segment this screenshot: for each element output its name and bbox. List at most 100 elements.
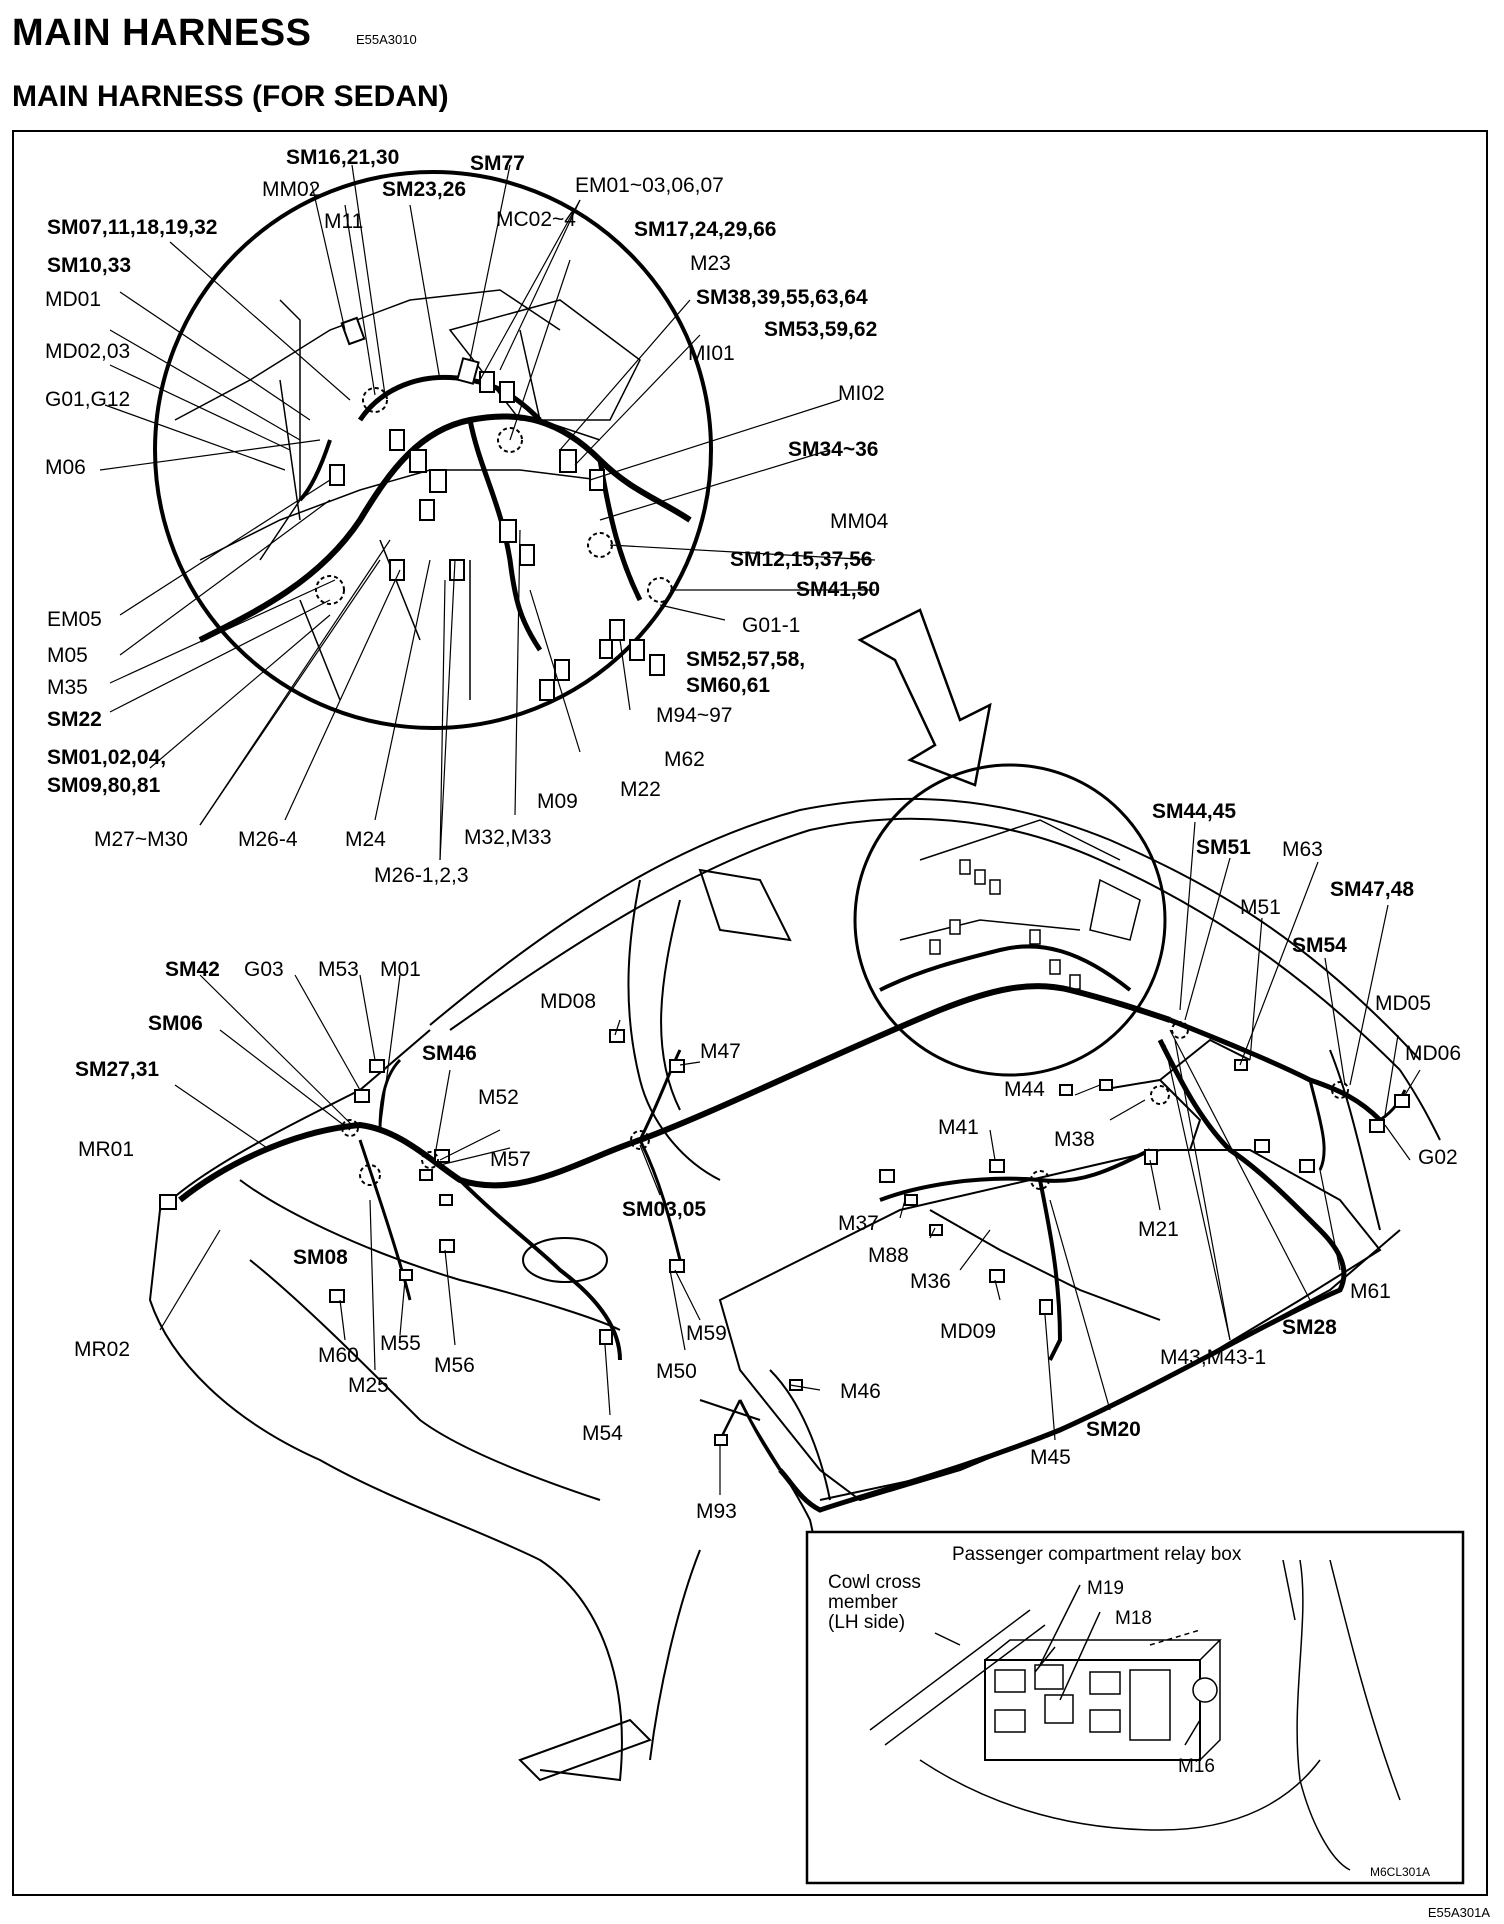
labels-detail: SM16,21,30 SM77 MM02 SM23,26 EM01~03,06,… [45, 146, 889, 887]
label-m54: M54 [582, 1422, 623, 1445]
label-m38: M38 [1054, 1128, 1095, 1151]
label-sm44-45: SM44,45 [1152, 800, 1236, 823]
label-sm20: SM20 [1086, 1418, 1141, 1441]
splice-markers-car [341, 1021, 1349, 1190]
pillar-lh [259, 299, 301, 561]
label-em05: EM05 [47, 608, 102, 631]
roof-inner [449, 817, 1401, 1071]
dashboard-panel [448, 299, 641, 421]
label-em01: EM01~03,06,07 [575, 174, 724, 197]
label-mm04: MM04 [830, 510, 889, 533]
front-pillar [1329, 1049, 1441, 1231]
label-m05: M05 [47, 644, 88, 667]
label-m26-4: M26-4 [238, 828, 298, 851]
label-sm52: SM52,57,58, [686, 648, 805, 671]
rear-trunk [148, 1209, 623, 1782]
rear-window [698, 868, 792, 942]
label-sm07: SM07,11,18,19,32 [47, 216, 217, 239]
label-m47: M47 [700, 1040, 741, 1063]
label-m60: M60 [318, 1344, 359, 1367]
label-md01: MD01 [45, 288, 101, 311]
label-sm42: SM42 [165, 958, 220, 981]
label-m59: M59 [686, 1322, 727, 1345]
harness-pillar-branch [638, 1049, 682, 1141]
label-m23: M23 [690, 252, 731, 275]
label-m43: M43,M43-1 [1160, 1346, 1266, 1369]
labels-inset: Passenger compartment relay box Cowl cro… [828, 1544, 1430, 1879]
label-m45: M45 [1030, 1446, 1071, 1469]
label-sm10-33: SM10,33 [47, 254, 131, 277]
label-sm03-05: SM03,05 [622, 1198, 706, 1221]
body-left-side [159, 1029, 431, 1211]
speaker-lh [522, 1237, 608, 1283]
label-sm38: SM38,39,55,63,64 [696, 286, 868, 309]
label-m63: M63 [1282, 838, 1323, 861]
label-m24: M24 [345, 828, 386, 851]
figure-code: E55A301A [1427, 1905, 1490, 1920]
label-g02: G02 [1418, 1146, 1458, 1169]
label-m09: M09 [537, 790, 578, 813]
relay-box-top [984, 1639, 1222, 1761]
label-sm01: SM01,02,04, [47, 746, 166, 769]
label-m56: M56 [434, 1354, 475, 1377]
inset-drawing [869, 1559, 1401, 1871]
connectors-detail [329, 316, 665, 701]
floor-tunnel [929, 1209, 1161, 1321]
label-m19: M19 [1087, 1578, 1124, 1599]
label-m41: M41 [938, 1116, 979, 1139]
label-sm09: SM09,80,81 [47, 774, 161, 797]
label-m93: M93 [696, 1500, 737, 1523]
label-md02-03: MD02,03 [45, 340, 130, 363]
harness-center-run [879, 1148, 1151, 1202]
sill-line [819, 1229, 1401, 1501]
label-m50: M50 [656, 1360, 697, 1383]
label-m18: M18 [1115, 1608, 1152, 1629]
label-inset-code: M6CL301A [1370, 1865, 1430, 1879]
label-sm28: SM28 [1282, 1316, 1337, 1339]
label-m61: M61 [1350, 1280, 1391, 1303]
label-cowl-2: member [828, 1592, 898, 1613]
label-m44: M44 [1004, 1078, 1045, 1101]
dashboard-outline [174, 289, 601, 701]
label-m11: M11 [324, 210, 363, 233]
label-m52: M52 [478, 1086, 519, 1109]
quarter-panel [649, 1399, 761, 1761]
inset-dashboard-curve [919, 1559, 1351, 1871]
harness-branch-d [298, 439, 332, 502]
label-sm54: SM54 [1292, 934, 1347, 957]
label-cowl-3: (LH side) [828, 1612, 905, 1633]
label-sm22: SM22 [47, 708, 102, 731]
label-g01-g12: G01,G12 [45, 388, 130, 411]
label-sm77: SM77 [470, 152, 525, 175]
label-mr01: MR01 [78, 1138, 134, 1161]
harness-rr-branch [1308, 1079, 1326, 1171]
label-sm53: SM53,59,62 [764, 318, 877, 341]
label-m32: M32,M33 [464, 826, 552, 849]
label-m25: M25 [348, 1374, 389, 1397]
label-m55: M55 [380, 1332, 421, 1355]
label-m62: M62 [664, 748, 705, 771]
label-sm41-50: SM41,50 [796, 578, 880, 601]
label-m57: M57 [490, 1148, 531, 1171]
leader-lines-car [159, 821, 1421, 1495]
harness-floor-run [778, 1038, 1347, 1513]
label-m35: M35 [47, 676, 88, 699]
label-relay-box: Passenger compartment relay box [952, 1544, 1242, 1565]
label-m06: M06 [45, 456, 86, 479]
label-sm47-48: SM47,48 [1330, 878, 1414, 901]
label-m01: M01 [380, 958, 421, 981]
dash-circle [853, 763, 1167, 1077]
label-m36: M36 [910, 1270, 951, 1293]
label-m26-123: M26-1,2,3 [374, 864, 469, 887]
label-md09: MD09 [940, 1320, 996, 1343]
cowl-member [869, 1609, 1046, 1746]
harness-branch-b [467, 419, 543, 652]
label-sm51: SM51 [1196, 836, 1251, 859]
harness-seat-branch [638, 1139, 682, 1261]
label-mr02: MR02 [74, 1338, 130, 1361]
callout-arrow [857, 608, 992, 787]
label-sm06: SM06 [148, 1012, 203, 1035]
b-pillar [660, 899, 681, 1111]
harness-right-run [1169, 1017, 1382, 1122]
label-sm12: SM12,15,37,56 [730, 548, 872, 571]
